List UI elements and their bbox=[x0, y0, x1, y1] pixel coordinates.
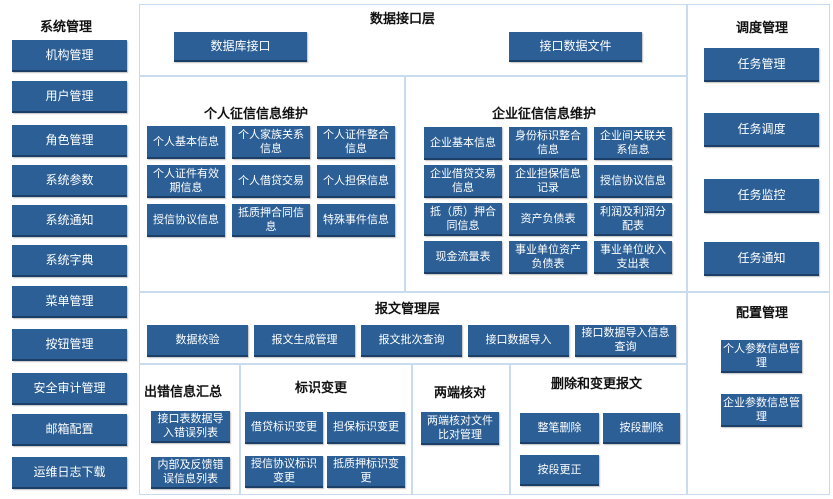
feedback-error-list-button[interactable]: 内部及反馈错误信息列表 bbox=[151, 457, 230, 489]
system-menu-button[interactable]: 安全审计管理 bbox=[12, 373, 127, 405]
segment-delete-button[interactable]: 按段删除 bbox=[603, 413, 680, 444]
enterprise-credit-button[interactable]: 企业间关联关系信息 bbox=[594, 127, 672, 160]
enterprise-param-config-button[interactable]: 企业参数信息管理 bbox=[721, 394, 802, 427]
personal-credit-button[interactable]: 个人家族关系信息 bbox=[232, 126, 310, 159]
personal-credit-button[interactable]: 个人基本信息 bbox=[147, 126, 225, 159]
reconciliation-file-compare-button[interactable]: 两端核对文件比对管理 bbox=[421, 412, 499, 445]
personal-credit-button[interactable]: 个人证件有效期信息 bbox=[147, 165, 225, 198]
system-menu-button[interactable]: 邮箱配置 bbox=[12, 414, 127, 446]
scheduling-button[interactable]: 任务管理 bbox=[704, 48, 819, 82]
identifier-change-button[interactable]: 授信协议标识变更 bbox=[245, 456, 323, 488]
scheduling-button[interactable]: 任务调度 bbox=[704, 113, 819, 147]
identifier-change-title: 标识变更 bbox=[295, 381, 348, 396]
system-menu-button[interactable]: 系统字典 bbox=[12, 245, 127, 277]
enterprise-credit-button[interactable]: 企业借贷交易信息 bbox=[424, 165, 502, 198]
identifier-change-button[interactable]: 担保标识变更 bbox=[327, 412, 405, 444]
delete-change-title: 删除和变更报文 bbox=[551, 377, 643, 392]
personal-credit-title: 个人征信信息维护 bbox=[204, 107, 309, 122]
database-interface-button[interactable]: 数据库接口 bbox=[174, 32, 307, 62]
enterprise-credit-button[interactable]: 企业担保信息记录 bbox=[509, 165, 587, 198]
system-management-title: 系统管理 bbox=[40, 20, 93, 35]
data-interface-title: 数据接口层 bbox=[370, 12, 436, 27]
scheduling-title: 调度管理 bbox=[736, 21, 789, 36]
whole-delete-button[interactable]: 整笔删除 bbox=[520, 413, 599, 444]
system-menu-button[interactable]: 按钮管理 bbox=[12, 329, 127, 361]
system-menu-button[interactable]: 运维日志下载 bbox=[12, 457, 127, 489]
report-management-grid: 数据校验报文生成管理报文批次查询接口数据导入接口数据导入信息查询 bbox=[147, 325, 676, 357]
reconciliation-title: 两端核对 bbox=[434, 386, 487, 401]
personal-credit-button[interactable]: 个人借贷交易 bbox=[232, 165, 310, 198]
enterprise-credit-button[interactable]: 利润及利润分配表 bbox=[594, 203, 672, 236]
identifier-change-button[interactable]: 借贷标识变更 bbox=[245, 412, 323, 444]
personal-credit-button[interactable]: 授信协议信息 bbox=[147, 204, 225, 237]
config-panel bbox=[687, 292, 830, 495]
identifier-change-button[interactable]: 抵质押标识变更 bbox=[327, 456, 405, 488]
enterprise-credit-title: 企业征信信息维护 bbox=[492, 107, 597, 122]
report-management-button[interactable]: 接口数据导入信息查询 bbox=[575, 325, 676, 357]
personal-credit-button[interactable]: 个人证件整合信息 bbox=[317, 126, 395, 159]
scheduling-button[interactable]: 任务监控 bbox=[704, 179, 819, 213]
system-menu-button[interactable]: 用户管理 bbox=[12, 81, 127, 113]
system-menu-button[interactable]: 系统参数 bbox=[12, 165, 127, 197]
report-management-button[interactable]: 报文批次查询 bbox=[361, 325, 462, 357]
report-management-button[interactable]: 数据校验 bbox=[147, 325, 248, 357]
error-summary-title: 出错信息汇总 bbox=[144, 385, 223, 400]
report-management-button[interactable]: 报文生成管理 bbox=[254, 325, 355, 357]
personal-credit-grid: 个人基本信息个人家族关系信息个人证件整合信息个人证件有效期信息个人借贷交易个人担… bbox=[147, 126, 395, 237]
system-menu-button[interactable]: 系统通知 bbox=[12, 205, 127, 237]
enterprise-credit-grid: 企业基本信息身份标识整合信息企业间关联关系信息企业借贷交易信息企业担保信息记录授… bbox=[424, 127, 672, 274]
enterprise-credit-button[interactable]: 企业基本信息 bbox=[424, 127, 502, 160]
interface-data-file-button[interactable]: 接口数据文件 bbox=[509, 32, 642, 62]
enterprise-credit-button[interactable]: 现金流量表 bbox=[424, 241, 502, 274]
personal-credit-button[interactable]: 特殊事件信息 bbox=[317, 204, 395, 237]
enterprise-credit-button[interactable]: 资产负债表 bbox=[509, 203, 587, 236]
personal-param-config-button[interactable]: 个人参数信息管理 bbox=[721, 340, 802, 373]
enterprise-credit-button[interactable]: 身份标识整合信息 bbox=[509, 127, 587, 160]
enterprise-credit-button[interactable]: 授信协议信息 bbox=[594, 165, 672, 198]
segment-correct-button[interactable]: 按段更正 bbox=[520, 455, 599, 486]
config-title: 配置管理 bbox=[736, 306, 789, 321]
enterprise-credit-button[interactable]: 事业单位收入支出表 bbox=[594, 241, 672, 274]
system-menu-button[interactable]: 角色管理 bbox=[12, 125, 127, 157]
system-menu-button[interactable]: 菜单管理 bbox=[12, 286, 127, 318]
personal-credit-button[interactable]: 抵质押合同信息 bbox=[232, 204, 310, 237]
identifier-change-grid: 借贷标识变更担保标识变更授信协议标识变更抵质押标识变更 bbox=[245, 412, 405, 488]
enterprise-credit-button[interactable]: 事业单位资产负债表 bbox=[509, 241, 587, 274]
system-menu-button[interactable]: 机构管理 bbox=[12, 40, 127, 72]
report-management-button[interactable]: 接口数据导入 bbox=[468, 325, 569, 357]
import-error-list-button[interactable]: 接口表数据导入错误列表 bbox=[151, 411, 230, 443]
enterprise-credit-button[interactable]: 抵（质）押合同信息 bbox=[424, 203, 502, 236]
report-management-title: 报文管理层 bbox=[375, 302, 441, 317]
personal-credit-button[interactable]: 个人担保信息 bbox=[317, 165, 395, 198]
scheduling-button[interactable]: 任务通知 bbox=[704, 242, 819, 276]
